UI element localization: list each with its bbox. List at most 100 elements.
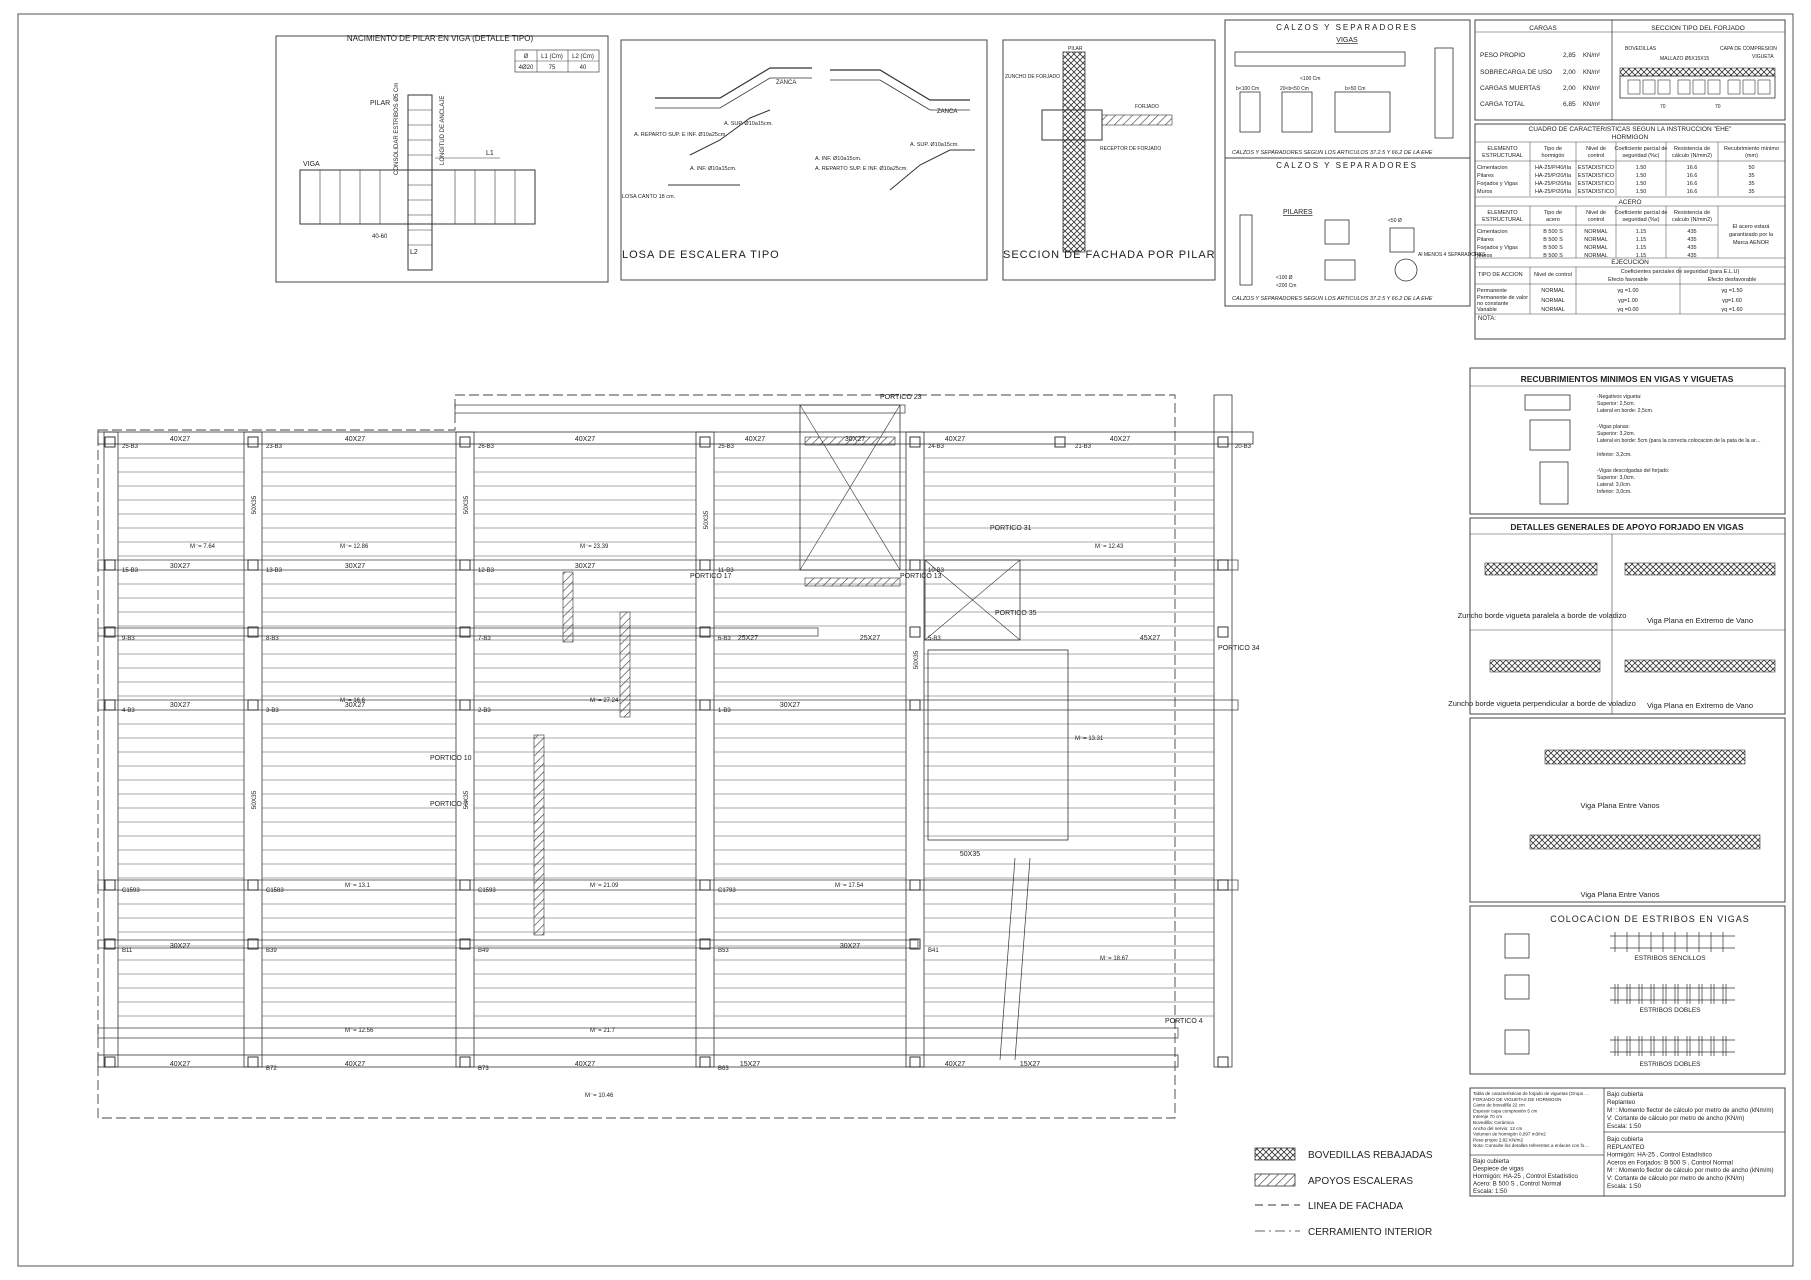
ehe-nota: NOTA:	[1478, 316, 1496, 322]
pillar-tag: 6-B3	[718, 636, 731, 642]
moment-label: M⁻= 12.56	[345, 1028, 374, 1034]
forjado-section: BOVEDILLAS MALLAZO Ø5X15X15 CAPA DE COMP…	[1619, 46, 1777, 110]
ehe-col-header: ESTRUCTURAL	[1482, 153, 1523, 159]
column	[104, 626, 116, 638]
pillar-tag: B72	[266, 1066, 277, 1072]
column	[247, 699, 259, 711]
carga-label: SOBRECARGA DE USO	[1480, 69, 1552, 76]
ehe-cell: 1.50	[1636, 189, 1647, 195]
ehe-section: ACERO	[1618, 199, 1641, 206]
apoyo-panel: DETALLES GENERALES DE APOYO FORJADO EN V…	[1448, 517, 1786, 715]
beam-label: 50X35	[251, 790, 258, 809]
column	[699, 559, 711, 571]
table-cell: 4Ø20	[519, 65, 534, 71]
moment-label: M⁻= 12.86	[340, 544, 369, 550]
recub-line: Inferior: 3,2cm.	[1597, 452, 1632, 458]
carga-unit: KN/m²	[1583, 102, 1600, 108]
dim: Al MENOS 4 SEPARADORES	[1418, 252, 1486, 258]
ehe-col-header: Resistencia de	[1674, 146, 1710, 152]
column	[104, 879, 116, 891]
ehe-col-header: seguridad (%c)	[1623, 153, 1660, 159]
seccion-label: BOVEDILLAS	[1625, 46, 1657, 52]
label-zuncho: ZUNCHO DE FORJADO	[1005, 74, 1060, 80]
titleblock-line: Bajo cubierta	[1473, 1158, 1510, 1165]
ehe-col-header: calculo (N/mm2)	[1672, 217, 1712, 223]
apoyo-title: DETALLES GENERALES DE APOYO FORJADO EN V…	[1510, 522, 1744, 532]
beam-label: 25X27	[860, 635, 880, 642]
legend-label: CERRAMIENTO INTERIOR	[1308, 1227, 1432, 1238]
column	[1217, 879, 1229, 891]
recub-line: -Negativos vigueta:	[1597, 394, 1641, 400]
titleblock-line: M⁻: Momento flector de cálculo por metro…	[1607, 1107, 1774, 1114]
cargas-panel: CARGAS SECCION TIPO DEL FORJADO PESO PRO…	[1474, 19, 1786, 121]
dim: <200 Cm	[1276, 283, 1296, 289]
titleblock-note: Peso propio 2,82 KN/m2	[1473, 1137, 1523, 1142]
pillar-tag: B63	[718, 1066, 729, 1072]
moment-label: M⁻= 27.24	[590, 698, 619, 704]
moment-label: M⁻= 16.6	[340, 698, 366, 704]
recub-line: -Vigas planas:	[1597, 424, 1630, 430]
label-angle: 40-60	[372, 234, 388, 240]
ehe-col-header: Coeficiente parcial de	[1615, 210, 1668, 216]
titleblock-line: Escala: 1:50	[1607, 1123, 1642, 1130]
pillar-tag: 23-B3	[266, 444, 283, 450]
pillar-tag: 4-B3	[122, 708, 135, 714]
titleblock-line: REPLANTEO	[1607, 1144, 1645, 1151]
label-pilar: PILAR	[1068, 46, 1083, 52]
table-header: L1 (Cm)	[541, 54, 563, 60]
ehe-cell: Muros	[1477, 253, 1493, 259]
ehe-cell: 435	[1687, 237, 1696, 243]
column	[459, 436, 471, 448]
portico-label: PORTICO 23	[880, 394, 922, 401]
ehe-cell: Muros	[1477, 189, 1493, 195]
portico-label: PORTICO 31	[990, 525, 1032, 532]
moment-label: M⁻= 13.31	[1075, 736, 1104, 742]
label-zanca: ZANCA	[937, 109, 957, 115]
portico-label: PORTICO 10	[430, 755, 472, 762]
beam-label: 30X27	[780, 702, 800, 709]
pillar-tag: C1583	[266, 888, 284, 894]
recub-line: Inferior: 3,0cm.	[1597, 489, 1632, 495]
titleblock-line: V: Cortante de cálculo por metro de anch…	[1607, 1175, 1744, 1182]
beam-label: 30X27	[845, 436, 865, 443]
ehe-cell: γg=1.60	[1722, 298, 1742, 304]
calzos-note: CALZOS Y SEPARADORES SEGUN LOS ARTICULOS…	[1232, 150, 1433, 156]
portico-label: PORTICO 34	[1218, 645, 1260, 652]
ehe-col-header: Coeficiente parcial de	[1615, 146, 1668, 152]
dim: <100 Ø	[1276, 275, 1293, 281]
beam-label: 40X27	[1110, 436, 1130, 443]
legend-swatch-cross	[1254, 1147, 1296, 1161]
pillar-tag: 13-B3	[266, 568, 283, 574]
portico-label: PORTICO 35	[995, 610, 1037, 617]
table-cell: 75	[549, 65, 556, 71]
ehe-col-header: Nivel de	[1586, 210, 1606, 216]
beam-label: 40X27	[745, 436, 765, 443]
ehe-cell: HA-25/P/20/IIa	[1535, 181, 1572, 187]
ehe-cell: NORMAL	[1584, 253, 1608, 259]
ehe-cell: Cimentacion	[1477, 165, 1508, 171]
ehe-cell: 1.15	[1636, 237, 1647, 243]
detail-title: SECCION DE FACHADA POR PILAR	[1003, 249, 1216, 261]
ehe-section: HORMIGON	[1612, 134, 1649, 141]
label-sup: A. SUP. Ø10a15cm.	[910, 142, 959, 148]
pillar-tag: 20-B3	[1235, 444, 1252, 450]
label-zanca: ZANCA	[776, 80, 796, 86]
ehe-cell: HA-25/P/40/IIa	[1535, 165, 1572, 171]
ehe-cell: 1.15	[1636, 245, 1647, 251]
pillar-tag: 15-B3	[122, 568, 139, 574]
ehe-cell: 35	[1748, 189, 1754, 195]
ehe-col-header: hormigón	[1542, 153, 1565, 159]
beam-label: 40X27	[345, 1061, 365, 1068]
beam-label: 40X27	[575, 436, 595, 443]
titleblock-line: M⁻: Momento flector de cálculo por metro…	[1607, 1167, 1774, 1174]
column	[699, 699, 711, 711]
column	[1217, 559, 1229, 571]
moment-label: M⁻= 12.43	[1095, 544, 1124, 550]
column	[909, 699, 921, 711]
ehe-cell: 50	[1748, 165, 1754, 171]
ehe-cell: 1.50	[1636, 165, 1647, 171]
seccion-header: SECCION TIPO DEL FORJADO	[1651, 25, 1745, 32]
recub-line: Lateral en borde: 5cm (para la correcta …	[1597, 438, 1761, 444]
column	[699, 1056, 711, 1068]
